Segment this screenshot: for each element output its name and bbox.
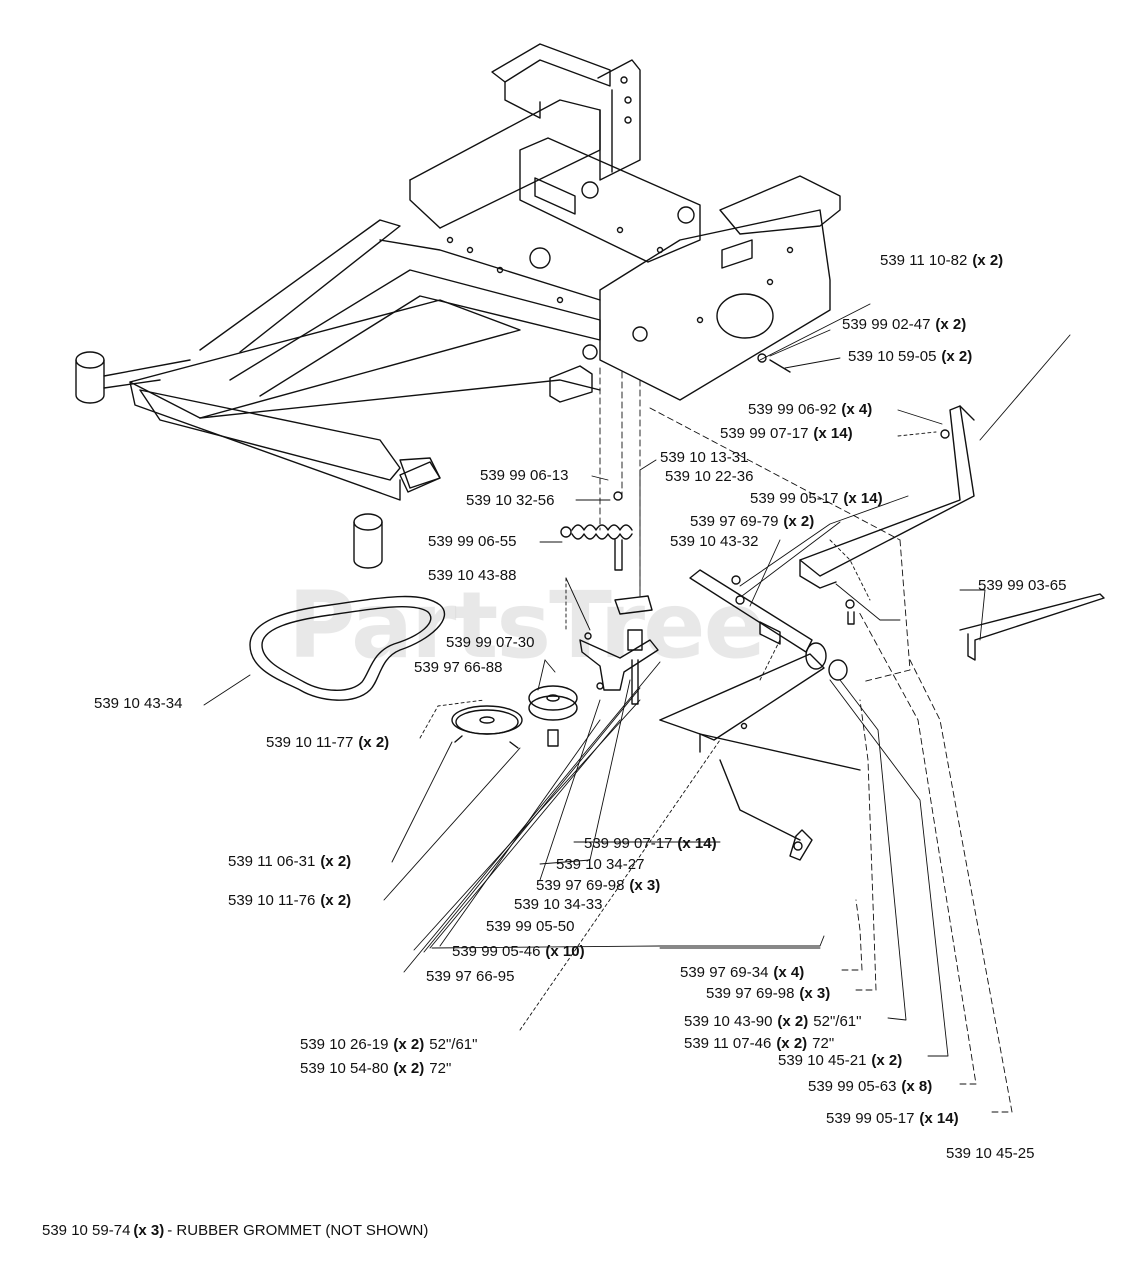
callout-label: 539 99 05-63(x 8) xyxy=(808,1078,933,1095)
callout-label: 539 10 43-34 xyxy=(94,695,183,712)
callout-label: 539 99 07-17(x 14) xyxy=(720,425,853,442)
callout-label: 539 10 13-31 xyxy=(660,449,749,466)
callout-label: 539 99 05-50 xyxy=(486,918,575,935)
leader-lines xyxy=(203,303,1071,1113)
callout-label: 539 11 10-82(x 2) xyxy=(880,252,1004,269)
drive-belt xyxy=(249,595,446,701)
link-rod xyxy=(959,593,1105,661)
callout-label: 539 99 03-65 xyxy=(978,577,1067,594)
callout-label: 539 10 45-25 xyxy=(946,1145,1035,1162)
callout-label: 539 99 07-30 xyxy=(446,634,535,651)
callout-label: 539 11 07-46(x 2)72" xyxy=(684,1035,835,1052)
callout-label: 539 97 66-88 xyxy=(414,659,503,676)
lift-arm-bracket xyxy=(799,405,975,589)
mower-frame xyxy=(75,43,841,569)
callout-label: 539 10 34-27 xyxy=(556,856,645,873)
callout-label: 539 99 06-92(x 4) xyxy=(748,401,873,418)
callout-label: 539 10 54-80(x 2)72" xyxy=(300,1060,452,1077)
footer-note: 539 10 59-74(x 3)- RUBBER GROMMET (NOT S… xyxy=(42,1222,429,1239)
tension-spring xyxy=(560,524,633,540)
pivot-shaft xyxy=(689,569,848,681)
callout-label: 539 97 69-79(x 2) xyxy=(690,513,815,530)
lift-arm xyxy=(659,653,861,841)
callout-label: 539 10 43-32 xyxy=(670,533,759,550)
callout-label: 539 97 69-34(x 4) xyxy=(680,964,805,981)
idler-arm xyxy=(579,353,950,705)
flat-idler-pulley xyxy=(451,705,523,749)
callout-label: 539 99 02-47(x 2) xyxy=(842,316,967,333)
callout-label: 539 99 05-17(x 14) xyxy=(826,1110,959,1127)
callout-label: 539 99 06-13 xyxy=(480,467,569,484)
callout-label: 539 10 43-90(x 2)52"/61" xyxy=(684,1013,862,1030)
callout-label: 539 99 07-17(x 14) xyxy=(584,835,717,852)
callout-label: 539 10 22-36 xyxy=(665,468,754,485)
callout-label: 539 10 11-76(x 2) xyxy=(228,892,352,909)
callout-label: 539 10 59-05(x 2) xyxy=(848,348,973,365)
callout-label: 539 10 43-88 xyxy=(428,567,517,584)
callout-label: 539 99 05-46(x 10) xyxy=(452,943,585,960)
watermark: PartsTree xyxy=(288,572,766,679)
callout-label: 539 99 06-55 xyxy=(428,533,517,550)
v-idler-pulley xyxy=(528,685,578,747)
callout-label: 539 99 05-17(x 14) xyxy=(750,490,883,507)
callout-label: 539 10 26-19(x 2)52"/61" xyxy=(300,1036,478,1053)
callout-label: 539 10 32-56 xyxy=(466,492,555,509)
callout-label: 539 10 45-21(x 2) xyxy=(778,1052,903,1069)
callout-label: 539 97 69-98(x 3) xyxy=(536,877,661,894)
callout-label: 539 11 06-31(x 2) xyxy=(228,853,352,870)
callout-label: 539 97 66-95 xyxy=(426,968,515,985)
callout-label: 539 97 69-98(x 3) xyxy=(706,985,831,1002)
callout-label: 539 10 11-77(x 2) xyxy=(266,734,390,751)
bracket-plate xyxy=(789,829,813,861)
callout-label: 539 10 34-33 xyxy=(514,896,603,913)
